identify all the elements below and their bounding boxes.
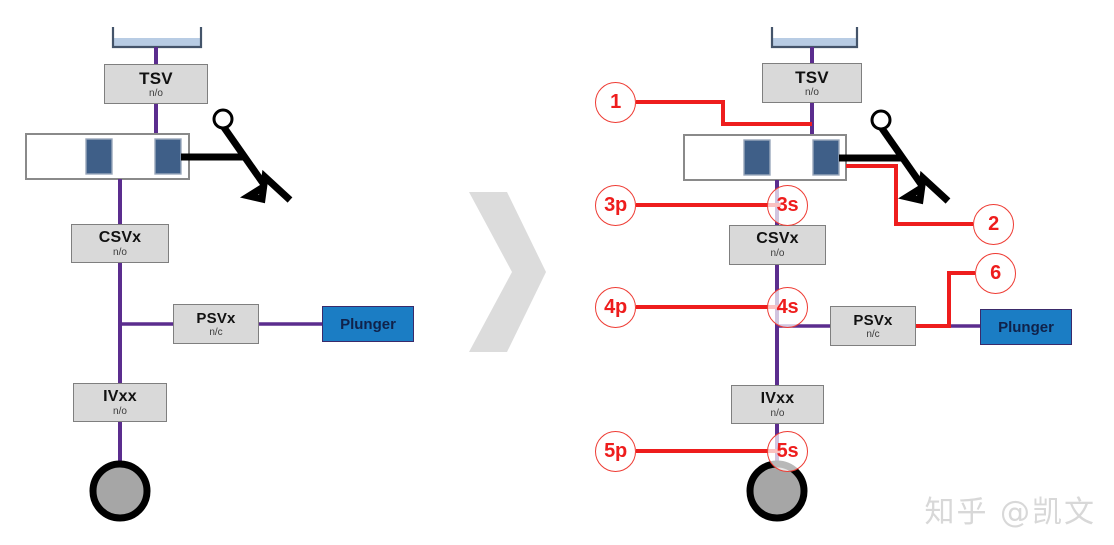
- left-valve-psvx-name: PSVx: [196, 309, 236, 327]
- left-valve-tsv[interactable]: TSV n/o: [104, 64, 208, 104]
- right-valve-tsv-name: TSV: [795, 67, 829, 87]
- left-reservoir-tank: [111, 27, 203, 49]
- right-valve-csvx-state: n/o: [770, 248, 785, 259]
- callout-3p-label: 3p: [604, 194, 627, 216]
- right-plunger-label: Plunger: [998, 318, 1054, 336]
- left-valve-csvx[interactable]: CSVx n/o: [71, 224, 169, 263]
- right-valve-psvx-name: PSVx: [853, 311, 893, 329]
- left-plunger-block[interactable]: Plunger: [322, 306, 414, 342]
- callout-5s-label: 5s: [776, 440, 799, 462]
- leader-line-6: [915, 271, 975, 328]
- left-valve-tsv-name: TSV: [139, 68, 173, 88]
- right-plunger-block[interactable]: Plunger: [980, 309, 1072, 345]
- watermark-text: 知乎 @凯文: [924, 495, 1096, 530]
- right-valve-ivxx-name: IVxx: [760, 389, 795, 407]
- right-valve-csvx-name: CSVx: [756, 230, 799, 247]
- right-piston-1: [743, 139, 771, 176]
- left-valve-psvx[interactable]: PSVx n/c: [173, 304, 259, 344]
- callout-5p[interactable]: 5p: [595, 431, 636, 472]
- right-pressure-gauge: [746, 460, 808, 522]
- right-valve-tsv-state: n/o: [805, 86, 819, 98]
- left-pressure-gauge: [89, 460, 151, 522]
- callout-5p-label: 5p: [604, 440, 627, 462]
- right-valve-psvx-state: n/c: [866, 328, 880, 340]
- callout-3s-label: 3s: [776, 194, 799, 216]
- callout-4p[interactable]: 4p: [595, 287, 636, 328]
- right-reservoir-tank: [770, 27, 859, 49]
- callout-4s-label: 4s: [776, 296, 799, 318]
- chevron-right-icon: [469, 192, 546, 352]
- right-valve-ivxx[interactable]: IVxx n/o: [731, 385, 824, 424]
- callout-1-label: 1: [610, 91, 621, 113]
- leader-line-2: [846, 164, 973, 226]
- callout-3s[interactable]: 3s: [767, 185, 808, 226]
- callout-6[interactable]: 6: [975, 253, 1016, 294]
- right-valve-psvx[interactable]: PSVx n/c: [830, 306, 916, 346]
- left-spool-cylinder: [25, 133, 190, 180]
- left-valve-tsv-state: n/o: [149, 87, 163, 99]
- right-piston-2: [812, 139, 840, 176]
- callout-1[interactable]: 1: [595, 82, 636, 123]
- left-valve-ivxx-state: n/o: [113, 405, 127, 417]
- left-valve-ivxx-name: IVxx: [103, 387, 137, 405]
- right-valve-ivxx-state: n/o: [770, 407, 785, 419]
- left-valve-csvx-name: CSVx: [98, 228, 142, 246]
- left-valve-csvx-state: n/o: [113, 246, 127, 258]
- right-circuit-group: [636, 27, 981, 522]
- leader-line-1: [636, 100, 812, 126]
- left-plunger-label: Plunger: [340, 315, 396, 333]
- right-manual-lever: [839, 109, 951, 205]
- left-valve-psvx-state: n/c: [209, 326, 223, 338]
- right-spool-cylinder: [683, 134, 847, 181]
- callout-6-label: 6: [990, 262, 1001, 284]
- callout-3p[interactable]: 3p: [595, 185, 636, 226]
- right-valve-csvx[interactable]: CSVx n/o: [729, 225, 826, 265]
- callout-2[interactable]: 2: [973, 204, 1014, 245]
- callout-5s[interactable]: 5s: [767, 431, 808, 472]
- callout-4p-label: 4p: [604, 296, 627, 318]
- callout-2-label: 2: [988, 213, 999, 235]
- left-piston-2: [154, 138, 182, 175]
- right-valve-tsv[interactable]: TSV n/o: [762, 63, 862, 103]
- callout-4s[interactable]: 4s: [767, 287, 808, 328]
- left-piston-1: [85, 138, 113, 175]
- left-manual-lever: [181, 108, 293, 204]
- left-circuit-group: [25, 27, 322, 522]
- left-valve-ivxx[interactable]: IVxx n/o: [73, 383, 167, 422]
